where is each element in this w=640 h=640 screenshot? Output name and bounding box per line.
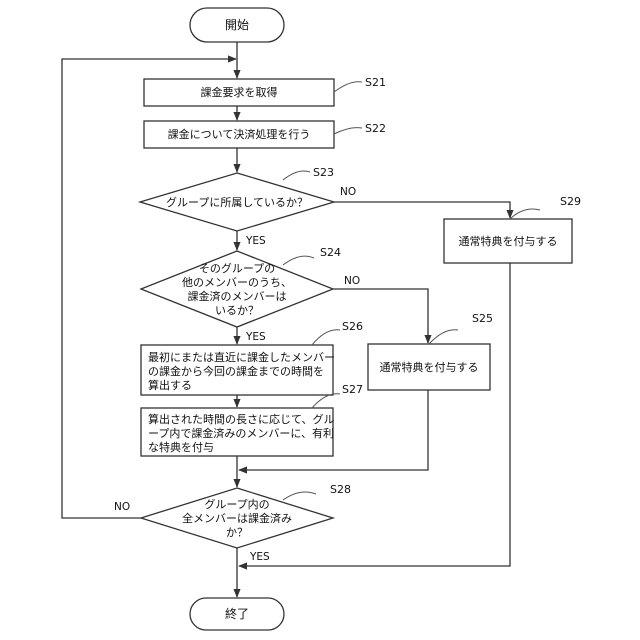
s28-no-label: NO (114, 501, 130, 513)
s24-no-label: NO (344, 275, 360, 287)
s29-id: S29 (560, 195, 581, 208)
s26-line-3: 算出する (148, 378, 192, 392)
end-label: 終了 (225, 606, 249, 621)
s27-leader (312, 394, 340, 408)
s24-id: S24 (320, 246, 341, 259)
s29-leader (510, 209, 540, 219)
end-terminal: 終了 (190, 598, 284, 630)
decision-s24: そのグループの 他のメンバーのうち、 課金済のメンバーは いるか？ (141, 251, 333, 327)
process-s26: 最初にまたは直近に課金したメンバー の課金から今回の課金までの時間を 算出する (141, 345, 335, 395)
s23-leader (283, 171, 310, 180)
process-s22: 課金について決済処理を行う (144, 121, 334, 148)
s24-leader (283, 256, 314, 265)
s24-line-4: いるか？ (215, 304, 259, 317)
s26-id: S26 (342, 320, 363, 333)
s22-id: S22 (365, 122, 386, 135)
start-terminal: 開始 (190, 8, 284, 42)
s22-text: 課金について決済処理を行う (168, 127, 311, 141)
s22-leader (334, 128, 362, 134)
s25-text: 通常特典を付与する (380, 360, 479, 374)
process-s29: 通常特典を付与する (444, 219, 572, 263)
s26-line-2: の課金から今回の課金までの時間を (148, 364, 324, 378)
s27-line-3: な特典を付与 (148, 440, 214, 454)
s26-leader (312, 330, 340, 345)
s28-line-2: 全メンバーは課金済み (182, 511, 292, 525)
s23-id: S23 (313, 166, 334, 179)
arrow-s24-no-s25 (333, 289, 428, 343)
s25-leader (429, 330, 458, 344)
s28-leader (283, 492, 316, 500)
s24-yes-label: YES (245, 331, 266, 343)
s21-leader (334, 82, 362, 92)
s21-text: 課金要求を取得 (201, 85, 278, 99)
s28-line-3: か？ (226, 526, 248, 539)
decision-s28: グループ内の 全メンバーは課金済み か？ (141, 488, 333, 548)
decision-s23: グループに所属しているか？ (140, 173, 334, 231)
s28-line-1: グループ内の (204, 497, 269, 511)
s27-line-1: 算出された時間の長さに応じて、グル (148, 412, 334, 426)
s24-line-3: 課金済のメンバーは (188, 289, 287, 303)
process-s27: 算出された時間の長さに応じて、グル ープ内で課金済みのメンバーに、有利 な特典を… (141, 408, 334, 456)
arrow-s23-no-s29 (334, 202, 510, 218)
s28-yes-label: YES (249, 551, 270, 563)
start-label: 開始 (225, 18, 249, 32)
s23-no-label: NO (340, 186, 356, 198)
process-s21: 課金要求を取得 (144, 79, 334, 106)
s21-id: S21 (365, 76, 386, 89)
s25-id: S25 (472, 312, 493, 325)
s23-text: グループに所属しているか？ (166, 195, 308, 209)
process-s25: 通常特典を付与する (368, 344, 490, 390)
s27-line-2: ープ内で課金済みのメンバーに、有利 (148, 426, 334, 440)
s27-id: S27 (342, 383, 363, 396)
s26-line-1: 最初にまたは直近に課金したメンバー (148, 350, 335, 364)
s23-yes-label: YES (245, 235, 266, 247)
s29-text: 通常特典を付与する (459, 234, 558, 248)
s24-line-1: そのグループの (199, 261, 275, 275)
s24-line-2: 他のメンバーのうち、 (182, 276, 292, 289)
s28-id: S28 (330, 483, 351, 496)
